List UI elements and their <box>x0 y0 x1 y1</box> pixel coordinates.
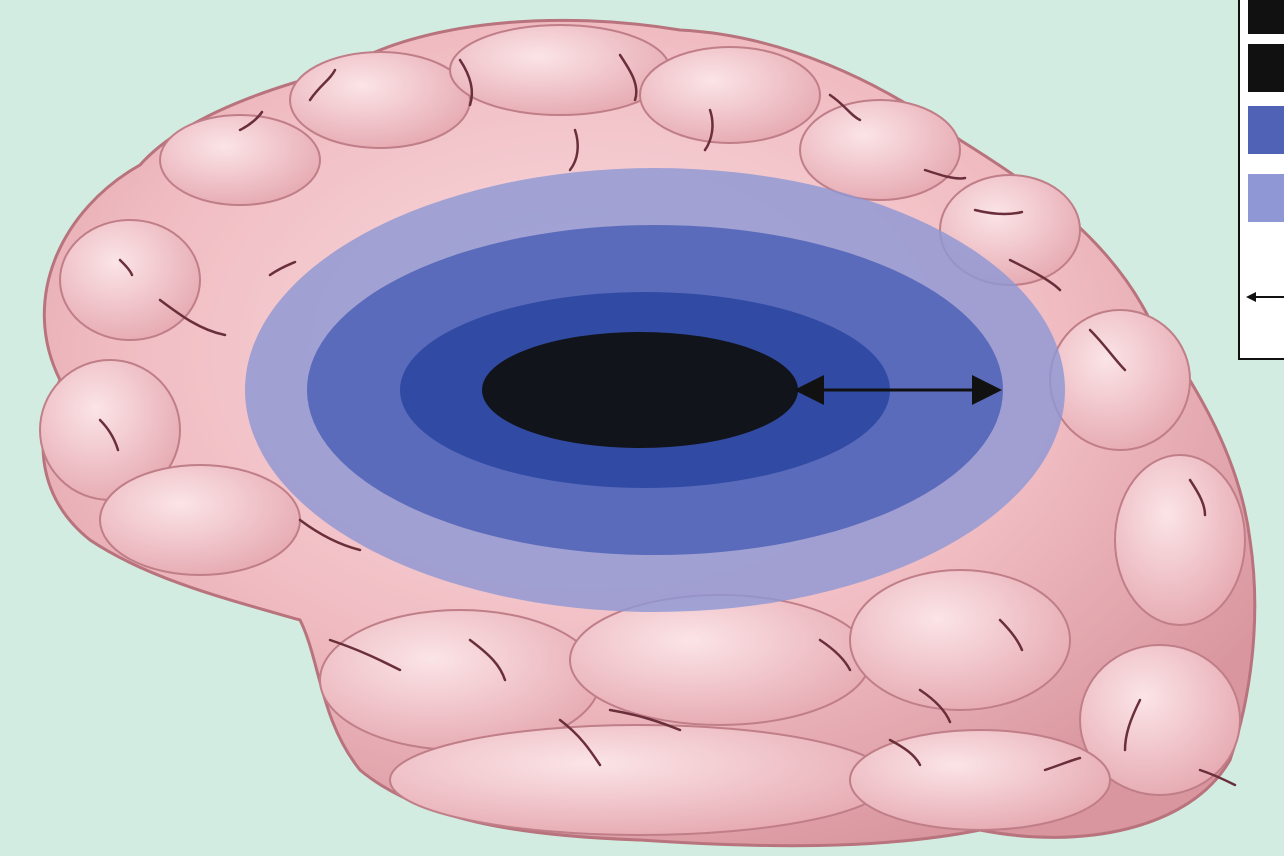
zone-core <box>482 332 798 448</box>
legend-swatch-1 <box>1248 0 1284 34</box>
legend <box>1238 0 1284 360</box>
legend-swatch-2 <box>1248 44 1284 92</box>
double-arrow-icon <box>1240 290 1284 304</box>
legend-swatch-3 <box>1248 106 1284 154</box>
legend-swatch-4 <box>1248 174 1284 222</box>
